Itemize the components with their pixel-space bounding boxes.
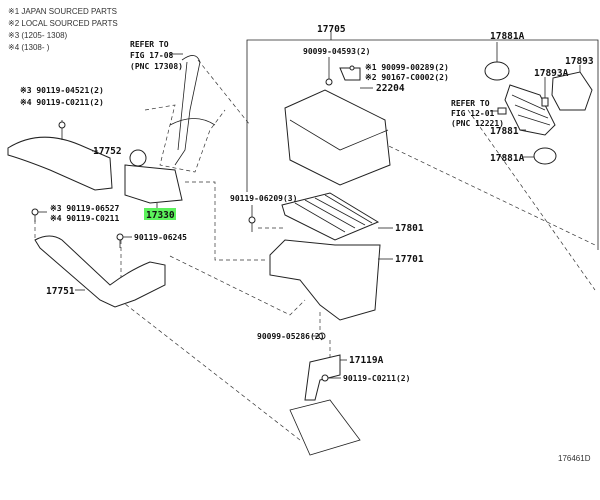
- bolt-icon: [116, 233, 124, 241]
- label-bolt-c0211-mid[interactable]: ※4 90119-C0211: [50, 214, 120, 223]
- part-17330[interactable]: [124, 164, 183, 204]
- label-17119A[interactable]: 17119A: [349, 355, 384, 366]
- refer-pnc: (PNC 17308): [130, 62, 183, 71]
- refer-fig-link[interactable]: FIG 12-01: [451, 109, 495, 118]
- legend-japan: ※1 JAPAN SOURCED PARTS: [8, 7, 117, 16]
- highlight-17330: [144, 208, 176, 220]
- refer-pnc: (PNC 12221): [451, 119, 504, 128]
- part-17752-duct: [7, 136, 113, 191]
- diagram-line: [169, 255, 306, 316]
- legend-period-3: ※3 (1205- 1308): [8, 31, 68, 40]
- hose-17308: [174, 55, 201, 166]
- connector-icon: [497, 107, 507, 115]
- figure-id: 176461D: [558, 454, 591, 463]
- label-17881[interactable]: 17881: [490, 126, 519, 137]
- label-17701[interactable]: 17701: [395, 254, 424, 265]
- label-17881A-top[interactable]: 17881A: [490, 31, 525, 42]
- leader-line: [197, 59, 251, 126]
- label-17705[interactable]: 17705: [317, 24, 346, 35]
- label-nut-05286[interactable]: 90099-05286(2): [257, 332, 324, 341]
- diagram-line: [129, 149, 147, 167]
- assembly-frame-17705: [246, 39, 599, 250]
- bolt-icon: [248, 216, 256, 224]
- label-22204[interactable]: 22204: [376, 83, 405, 94]
- legend-period-4: ※4 (1308- ): [8, 43, 50, 52]
- label-bolt-c0211-bracket[interactable]: 90119-C0211(2): [343, 374, 410, 383]
- label-17881A-bottom[interactable]: 17881A: [490, 153, 525, 164]
- label-bolt-04593[interactable]: 90099-04593(2): [303, 47, 370, 56]
- diagram-line: [294, 194, 373, 233]
- diagram-line: [349, 65, 355, 71]
- label-screw-00289[interactable]: ※1 90099-00289(2): [365, 63, 449, 72]
- label-17751[interactable]: 17751: [46, 286, 75, 297]
- diagram-line: [185, 181, 265, 261]
- label-bolt-04521[interactable]: ※3 90119-04521(2): [20, 86, 104, 95]
- label-17893A[interactable]: 17893A: [534, 68, 569, 79]
- clamp-17881A-top: [484, 61, 510, 81]
- diagram-line: [289, 399, 361, 456]
- diagram-line: [344, 124, 596, 246]
- diagram-line: [177, 61, 188, 151]
- diagram-line: [467, 109, 596, 291]
- label-bolt-c0211-top[interactable]: ※4 90119-C0211(2): [20, 98, 104, 107]
- label-bolt-06209[interactable]: 90119-06209(3): [230, 194, 297, 203]
- part-22204-sensor: [339, 67, 361, 81]
- bolt-icon: [31, 208, 39, 216]
- part-17751-hose: [34, 235, 166, 308]
- refer-fig-link[interactable]: FIG 17-08: [130, 51, 174, 60]
- part-17801-filter: [281, 192, 380, 241]
- label-bolt-06245[interactable]: 90119-06245: [134, 233, 187, 242]
- label-bolt-06527[interactable]: ※3 90119-06527: [50, 204, 120, 213]
- label-17752[interactable]: 17752: [93, 146, 122, 157]
- label-screw-c0002[interactable]: ※2 90167-C0002(2): [365, 73, 449, 82]
- diagram-line: [119, 299, 301, 441]
- diagram-line: [511, 94, 551, 126]
- refer-text: REFER TO: [130, 40, 169, 49]
- bolt-icon: [58, 121, 66, 129]
- bolt-icon: [325, 78, 333, 86]
- diagram-line: [144, 104, 226, 173]
- clamp-17881A-bottom: [533, 147, 557, 165]
- part-air-cleaner-cap: [284, 89, 391, 186]
- part-17893A: [541, 97, 549, 107]
- label-17330[interactable]: 17330: [146, 210, 175, 221]
- part-17701-case: [269, 239, 381, 321]
- label-17801[interactable]: 17801: [395, 223, 424, 234]
- diagram-line: [289, 119, 389, 151]
- bolt-icon: [321, 374, 329, 382]
- refer-text: REFER TO: [451, 99, 490, 108]
- diagram-line: [319, 312, 331, 360]
- legend-local: ※2 LOCAL SOURCED PARTS: [8, 19, 118, 28]
- label-17893[interactable]: 17893: [565, 56, 594, 67]
- diagram-line: [169, 118, 216, 126]
